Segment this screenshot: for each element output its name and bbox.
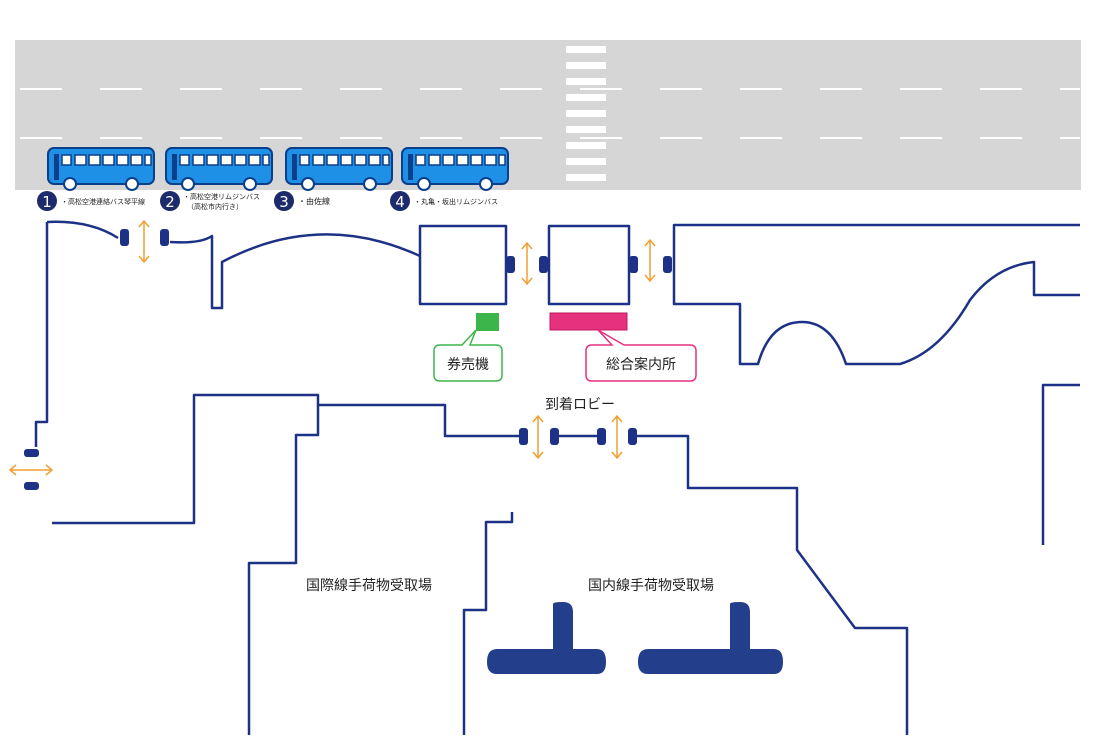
- door-arrow-icon: [644, 238, 656, 283]
- lane-markings: [20, 88, 1080, 139]
- bus-icon: [285, 147, 393, 191]
- bus-stop-2: 2 ・高松空港リムジンバス （高松市内行き）: [160, 147, 273, 211]
- info-desk-callout: [585, 329, 697, 382]
- stop-number-3: 3: [279, 193, 289, 211]
- wall: [1041, 383, 1080, 545]
- stop-number-4: 4: [395, 193, 405, 211]
- bus-icon: [47, 147, 155, 191]
- wall: [52, 393, 320, 735]
- baggage-carousel-1: [487, 602, 606, 674]
- bus-icon: [401, 147, 509, 191]
- info-desk-icon: [549, 312, 628, 331]
- wall: [633, 434, 909, 735]
- ticket-machine: 券売機: [433, 313, 503, 382]
- stop-number-2: 2: [165, 193, 175, 211]
- wall: [672, 223, 1080, 366]
- stop-line-2b: （高松市内行き）: [187, 202, 243, 211]
- ticket-machine-label: 券売機: [447, 357, 489, 373]
- arrival-lobby-label: 到着ロビー: [545, 397, 615, 413]
- ticket-machine-callout: [433, 329, 503, 382]
- baggage-carousels: [487, 602, 783, 674]
- wall: [46, 220, 119, 240]
- info-hall-block: [547, 224, 631, 306]
- bus-stop-1: 1 ・高松空港連絡バス琴平線: [37, 147, 155, 211]
- intl-baggage-label: 国際線手荷物受取場: [306, 578, 432, 594]
- bus-stop-4: 4 ・丸亀・坂出リムジンバス: [390, 147, 509, 211]
- door-arrow-icon: [532, 414, 544, 460]
- door-arrow-icon: [521, 241, 533, 286]
- door-arrow-icon: [8, 464, 54, 476]
- stop-number-1: 1: [42, 193, 52, 211]
- bus-stop-3: 3 ・由佐線: [274, 147, 393, 211]
- ticket-machine-icon: [476, 313, 499, 331]
- door-arrow-icon: [611, 414, 623, 460]
- baggage-carousel-2: [638, 602, 783, 674]
- ticket-hall-block: [418, 224, 508, 306]
- dom-baggage-label: 国内線手荷物受取場: [588, 578, 714, 594]
- wall: [318, 403, 520, 438]
- stop-line-1: ・高松空港連絡バス琴平線: [61, 197, 145, 206]
- door-arrow-icon: [138, 219, 150, 264]
- bus-icon: [165, 147, 273, 191]
- stop-line-3: ・由佐線: [298, 196, 330, 206]
- stop-badge-3: [274, 191, 294, 211]
- stop-line-2a: ・高松空港リムジンバス: [183, 192, 260, 201]
- stop-badge-1: [37, 191, 57, 211]
- wall: [169, 233, 421, 310]
- stop-badge-2: [160, 191, 180, 211]
- doors: [24, 229, 672, 490]
- stop-line-4: ・丸亀・坂出リムジンバス: [414, 197, 498, 206]
- crosswalk: [566, 46, 606, 181]
- info-desk-label: 総合案内所: [606, 356, 676, 373]
- wall: [462, 512, 514, 735]
- info-desk: 総合案内所: [549, 312, 697, 382]
- wall: [34, 222, 49, 447]
- stop-badge-4: [390, 191, 410, 211]
- door-arrows: [8, 219, 656, 476]
